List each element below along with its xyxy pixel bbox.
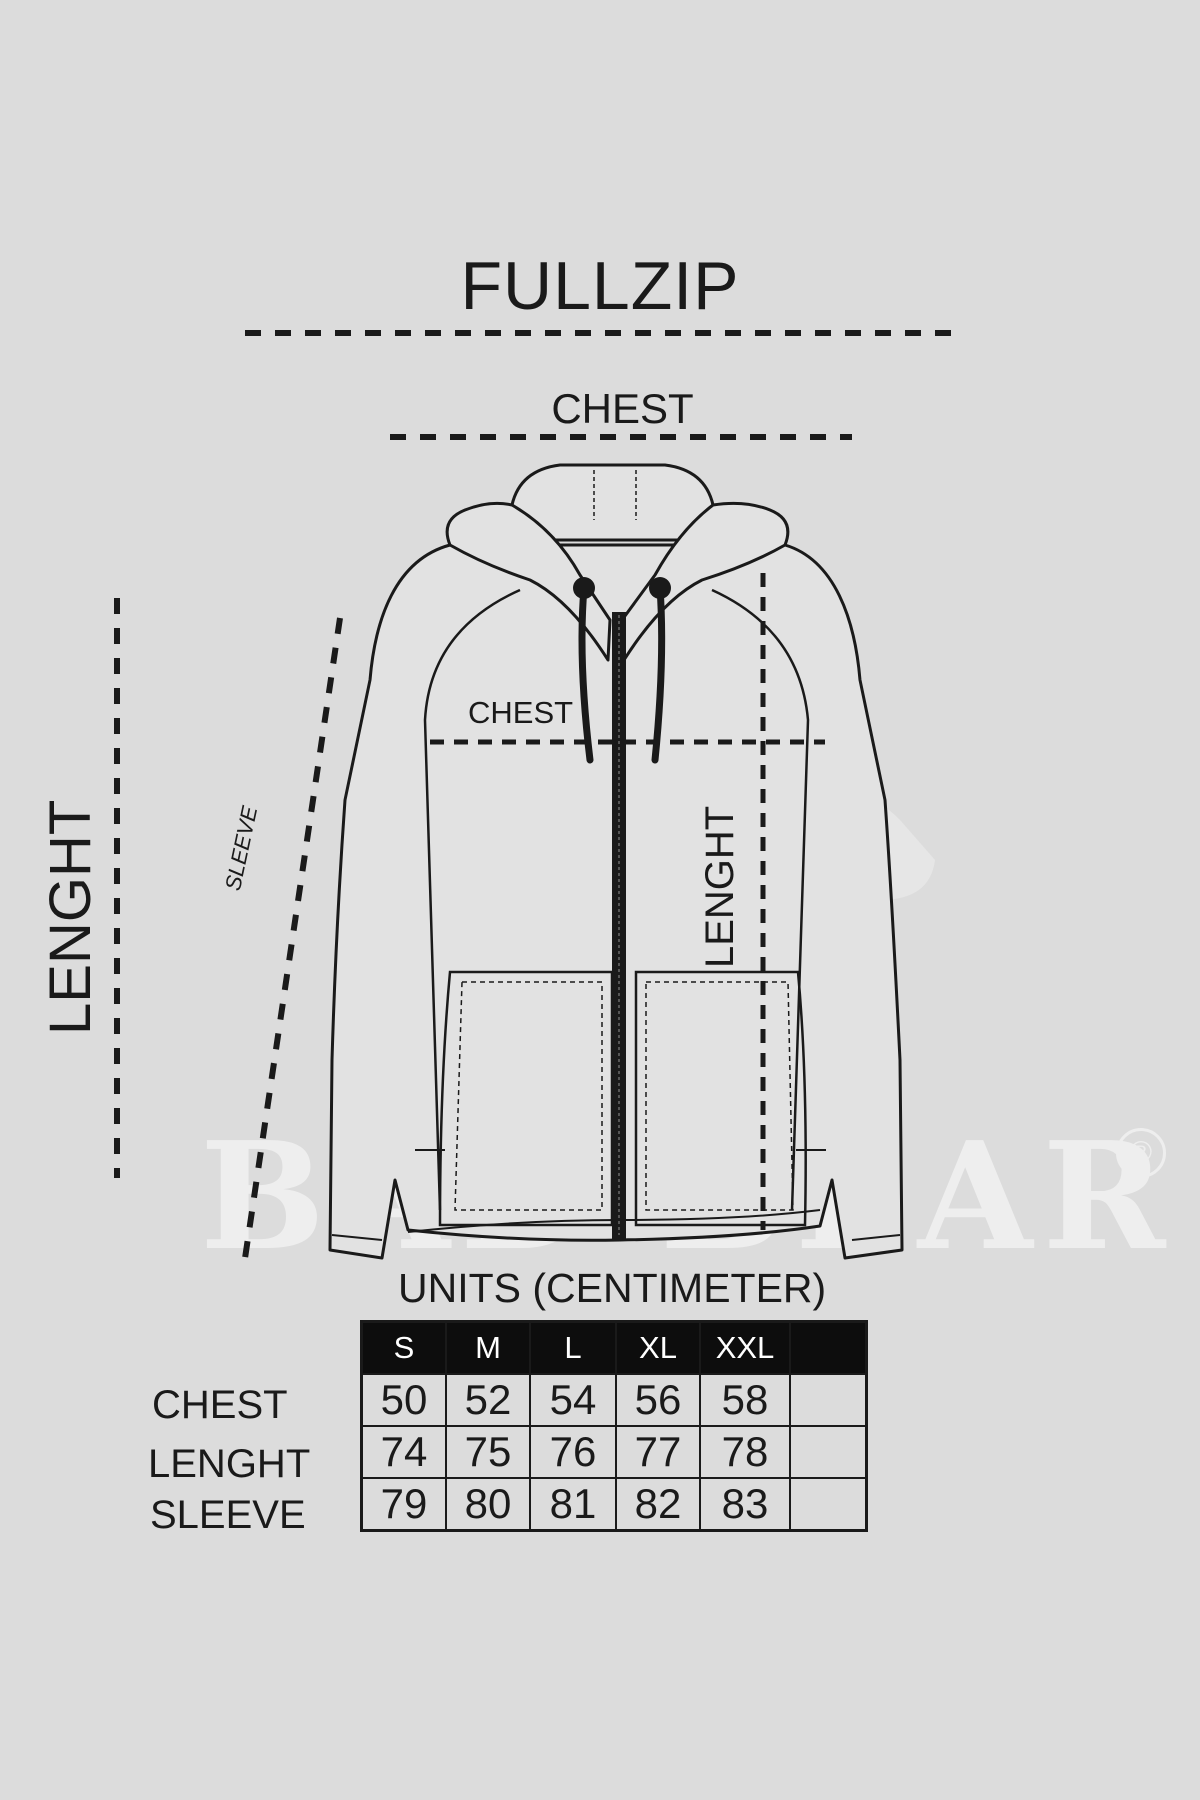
table-row-sleeve: 79 80 81 82 83 xyxy=(360,1477,868,1532)
row-label-sleeve: SLEEVE xyxy=(150,1493,306,1537)
table-cell: 83 xyxy=(699,1477,791,1532)
units-label: UNITS (CENTIMETER) xyxy=(398,1265,827,1311)
row-label-length: LENGHT xyxy=(148,1442,311,1486)
table-cell xyxy=(789,1373,868,1427)
table-cell xyxy=(789,1477,868,1532)
table-cell: 76 xyxy=(529,1425,617,1479)
table-cell: 56 xyxy=(615,1373,701,1427)
hood-left xyxy=(445,501,612,662)
drawstring-eyelet-right xyxy=(649,577,671,599)
table-cell: 80 xyxy=(445,1477,531,1532)
page-title: FULLZIP xyxy=(460,248,740,324)
table-row-length: 74 75 76 77 78 xyxy=(360,1425,868,1479)
header-size-xxl: XXL xyxy=(699,1320,791,1375)
table-cell: 58 xyxy=(699,1373,791,1427)
hood-back xyxy=(510,463,715,542)
hood-right xyxy=(620,501,790,662)
table-cell: 78 xyxy=(699,1425,791,1479)
header-size-xl: XL xyxy=(615,1320,701,1375)
table-cell: 74 xyxy=(360,1425,447,1479)
drawstring-right xyxy=(651,584,666,764)
chest-label-inner: CHEST xyxy=(468,695,574,730)
drawstring-left xyxy=(578,584,594,764)
length-label-inner: LENGHT xyxy=(698,805,742,968)
table-cell: 79 xyxy=(360,1477,447,1532)
raglan-seam-left xyxy=(423,588,521,1211)
registered-mark-icon: ® xyxy=(1116,1128,1166,1178)
table-cell xyxy=(789,1425,868,1479)
length-label-left: LENGHT xyxy=(38,799,103,1035)
drawstring-eyelet-left xyxy=(573,577,595,599)
table-cell: 75 xyxy=(445,1425,531,1479)
table-header-row: S M L XL XXL xyxy=(360,1320,868,1375)
table-cell: 50 xyxy=(360,1373,447,1427)
header-size-l: L xyxy=(529,1320,617,1375)
table-cell: 81 xyxy=(529,1477,617,1532)
table-cell: 77 xyxy=(615,1425,701,1479)
zipper xyxy=(612,612,626,1240)
chest-label-top: CHEST xyxy=(551,385,694,432)
table-cell: 82 xyxy=(615,1477,701,1532)
size-chart-table: S M L XL XXL 50 52 54 56 58 74 75 76 77 … xyxy=(360,1320,868,1532)
header-size-s: S xyxy=(360,1320,447,1375)
row-label-chest: CHEST xyxy=(152,1383,288,1427)
table-cell: 52 xyxy=(445,1373,531,1427)
pocket-right xyxy=(634,970,807,1227)
sleeve-measure-line xyxy=(241,617,343,1266)
header-empty xyxy=(789,1320,868,1375)
raglan-seam-right xyxy=(711,588,810,1211)
table-row-chest: 50 52 54 56 58 xyxy=(360,1373,868,1427)
header-size-m: M xyxy=(445,1320,531,1375)
pocket-left xyxy=(438,970,614,1227)
table-cell: 54 xyxy=(529,1373,617,1427)
